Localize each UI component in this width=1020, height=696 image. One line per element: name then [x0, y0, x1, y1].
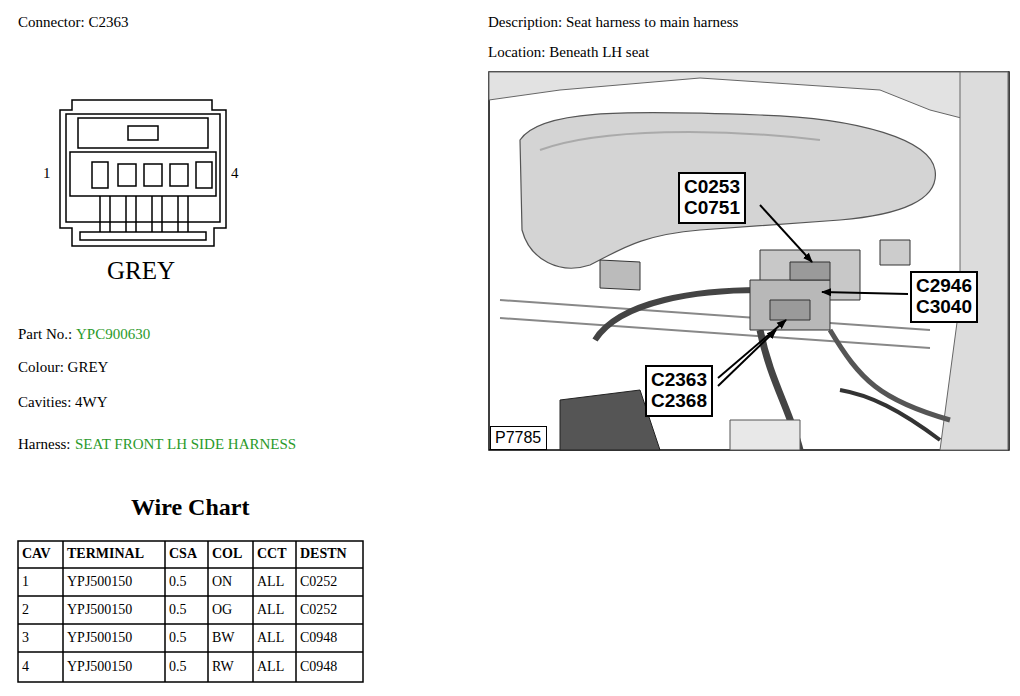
- table-cell: OG: [212, 602, 232, 618]
- table-cell: C0948: [300, 659, 337, 675]
- table-cell: ALL: [257, 659, 284, 675]
- table-grid: [18, 541, 363, 682]
- page-text: Location: Beneath LH seat: [488, 44, 649, 61]
- table-cell: ALL: [257, 630, 284, 646]
- table-cell: CCT: [257, 546, 287, 562]
- table-cell: YPJ500150: [67, 574, 132, 590]
- table-cell: BW: [212, 630, 235, 646]
- page-text: YPC900630: [76, 326, 150, 343]
- table-cell: DESTN: [300, 546, 347, 562]
- callout-text: P7785: [495, 429, 542, 446]
- table-cell: 2: [22, 602, 29, 618]
- table-cell: 0.5: [169, 630, 187, 646]
- table-cell: 0.5: [169, 602, 187, 618]
- page-text: 1: [43, 165, 51, 182]
- page-text: 4: [231, 165, 239, 182]
- page-text: Connector: C2363: [18, 14, 128, 31]
- table-cell: ALL: [257, 602, 284, 618]
- page-text: Cavities: 4WY: [18, 394, 108, 411]
- table-cell: CSA: [169, 546, 197, 562]
- table-cell: YPJ500150: [67, 659, 132, 675]
- page-text: Wire Chart: [131, 494, 249, 522]
- table-cell: 4: [22, 659, 29, 675]
- table-cell: ON: [212, 574, 232, 590]
- table-cell: C0252: [300, 574, 337, 590]
- page-text: Harness:: [18, 436, 71, 453]
- page-text: Colour: GREY: [18, 359, 108, 376]
- page-text: Description: Seat harness to main harnes…: [488, 14, 738, 31]
- callout-text: C2946 C3040: [916, 276, 972, 317]
- callout-text: C2363 C2368: [651, 370, 707, 411]
- table-cell: YPJ500150: [67, 630, 132, 646]
- connector-face: [60, 100, 226, 246]
- table-cell: RW: [212, 659, 234, 675]
- table-cell: TERMINAL: [67, 546, 144, 562]
- page-text: GREY: [107, 257, 175, 286]
- callout-box: C2946 C3040: [910, 271, 978, 323]
- page-text: Part No.:: [18, 326, 72, 343]
- table-cell: 1: [22, 574, 29, 590]
- figure-number-box: P7785: [490, 426, 547, 450]
- table-cell: YPJ500150: [67, 602, 132, 618]
- table-cell: ALL: [257, 574, 284, 590]
- table-cell: CAV: [22, 546, 51, 562]
- table-cell: 3: [22, 630, 29, 646]
- page-text: SEAT FRONT LH SIDE HARNESS: [75, 436, 296, 453]
- table-cell: C0948: [300, 630, 337, 646]
- callout-leaders: [718, 205, 908, 386]
- table-cell: 0.5: [169, 659, 187, 675]
- callout-text: C0253 C0751: [684, 177, 740, 218]
- table-cell: COL: [212, 546, 242, 562]
- callout-box: C2363 C2368: [645, 365, 713, 417]
- seat-illustration: [489, 72, 1009, 450]
- callout-box: C0253 C0751: [678, 172, 746, 224]
- table-cell: C0252: [300, 602, 337, 618]
- table-cell: 0.5: [169, 574, 187, 590]
